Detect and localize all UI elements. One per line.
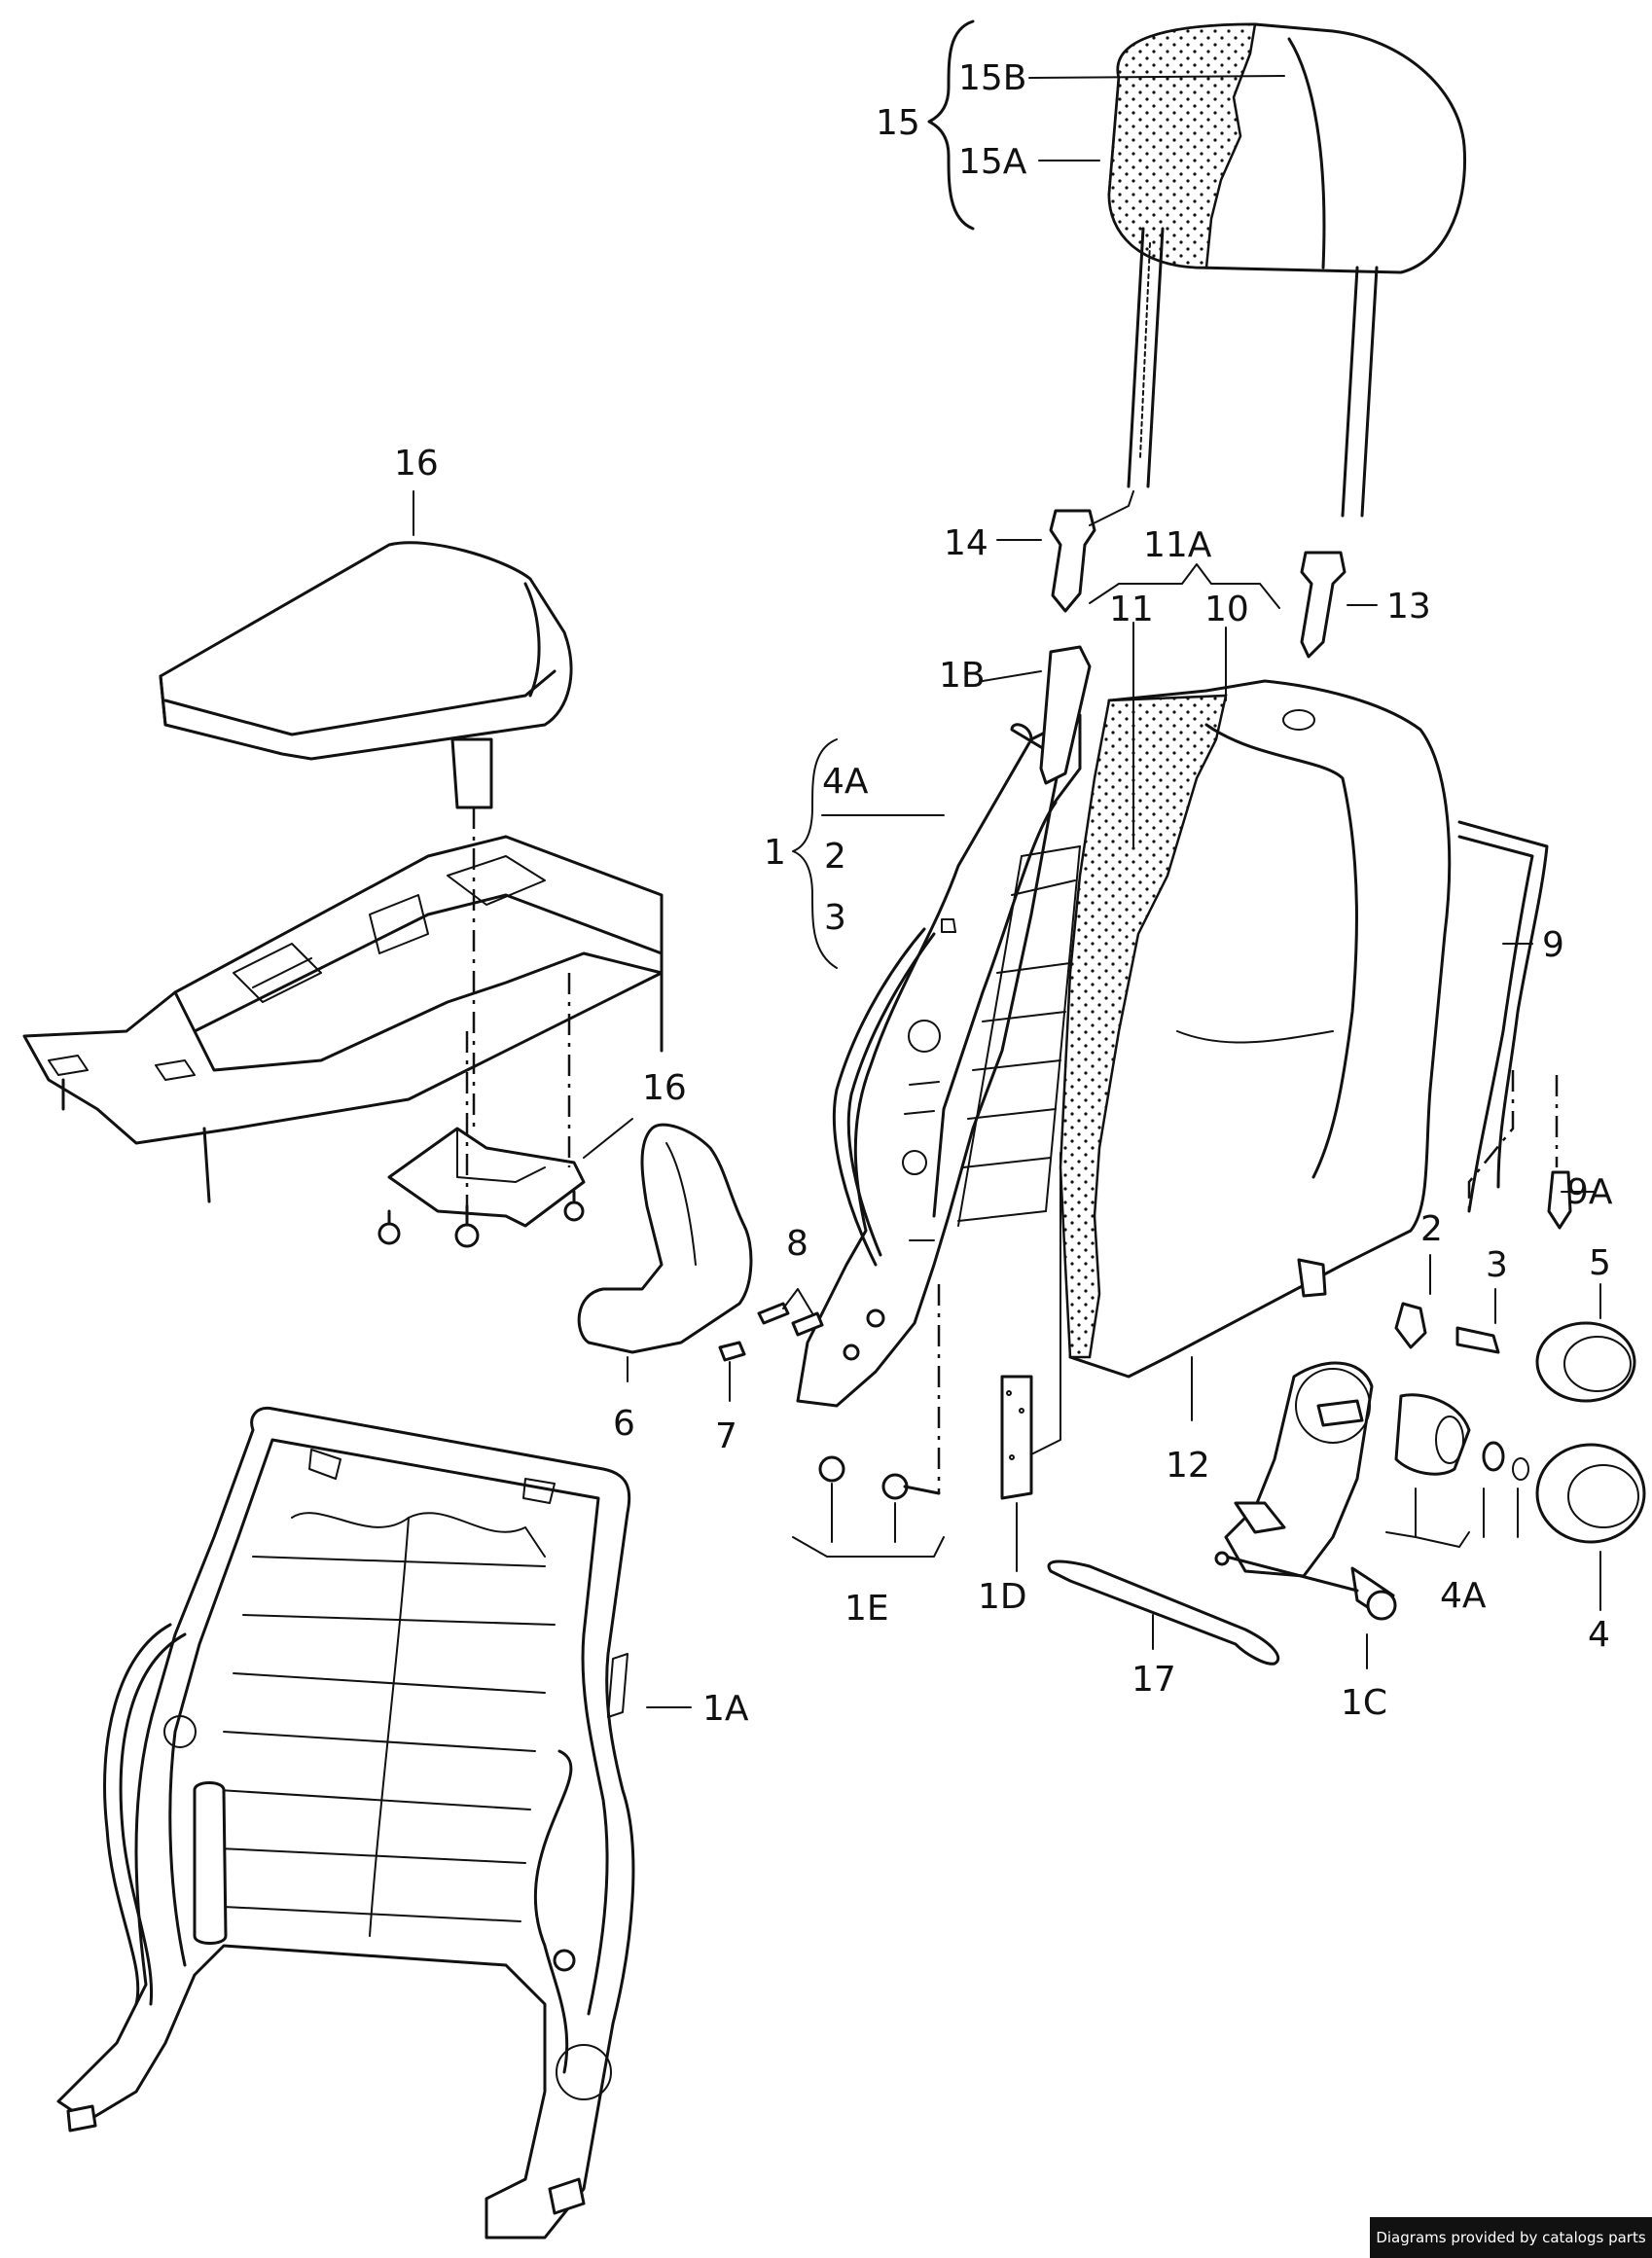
headrest-guide-13 [1300, 551, 1347, 659]
backrest-frame-drawing [796, 713, 1082, 1408]
armrest-drawing [159, 541, 573, 809]
label-1E: 1E [844, 1589, 889, 1629]
headrest-guide-14 [1049, 490, 1134, 613]
part-labels: 15 15B 15A 16 14 11A 11 10 13 1B 1 4A 2 … [394, 58, 1613, 1729]
strip-1D [1000, 1375, 1033, 1500]
backrest-cover-9 [1457, 820, 1572, 1230]
label-5: 5 [1589, 1243, 1611, 1283]
label-4A-top: 4A [822, 762, 869, 802]
label-1A: 1A [702, 1689, 749, 1729]
label-13: 13 [1386, 587, 1431, 627]
label-7: 7 [715, 1416, 737, 1456]
label-4: 4 [1588, 1615, 1610, 1655]
knob-5 [1535, 1321, 1636, 1403]
label-3-left: 3 [824, 898, 846, 938]
label-9A: 9A [1566, 1172, 1613, 1212]
label-12: 12 [1166, 1446, 1210, 1486]
label-17: 17 [1131, 1660, 1176, 1700]
label-11A: 11A [1143, 525, 1212, 565]
label-9: 9 [1542, 925, 1564, 965]
label-1D: 1D [978, 1577, 1027, 1617]
label-15B: 15B [958, 58, 1027, 98]
center-console-drawing [22, 835, 664, 1203]
leader-lines [413, 75, 1601, 1708]
small-parts-2-3 [1297, 1258, 1500, 1354]
label-16-bracket: 16 [642, 1068, 687, 1108]
label-15A: 15A [958, 142, 1027, 182]
label-15: 15 [876, 103, 920, 143]
label-3-right: 3 [1486, 1245, 1508, 1285]
label-11: 11 [1109, 590, 1154, 629]
label-4A-bottom: 4A [1440, 1576, 1487, 1616]
backrest-pad-drawing [1059, 679, 1452, 1379]
label-2-left: 2 [824, 837, 846, 877]
label-16-armrest: 16 [394, 444, 439, 484]
cable-17 [1047, 1559, 1280, 1666]
strip-1B [1039, 645, 1092, 785]
label-1: 1 [764, 833, 786, 873]
label-10: 10 [1204, 590, 1249, 629]
label-6: 6 [613, 1404, 635, 1444]
knob-4 [1535, 1443, 1646, 1544]
credit-banner: Diagrams provided by catalogs parts [1370, 2217, 1652, 2258]
label-14: 14 [944, 523, 988, 563]
label-1B: 1B [939, 656, 986, 696]
console-bracket-16 [377, 1127, 586, 1248]
trim-bracket-6 [577, 1123, 753, 1354]
bracket-15 [927, 19, 975, 231]
pins-7-8 [718, 1302, 824, 1362]
label-2-right: 2 [1420, 1209, 1443, 1249]
recliner-mechanism-drawing [1214, 1361, 1529, 1621]
bolts-1E [818, 1284, 941, 1500]
headrest-drawing [1107, 22, 1467, 518]
seat-frame-1A-drawing [56, 1406, 635, 2240]
label-8: 8 [786, 1224, 808, 1264]
label-1C: 1C [1341, 1683, 1387, 1723]
